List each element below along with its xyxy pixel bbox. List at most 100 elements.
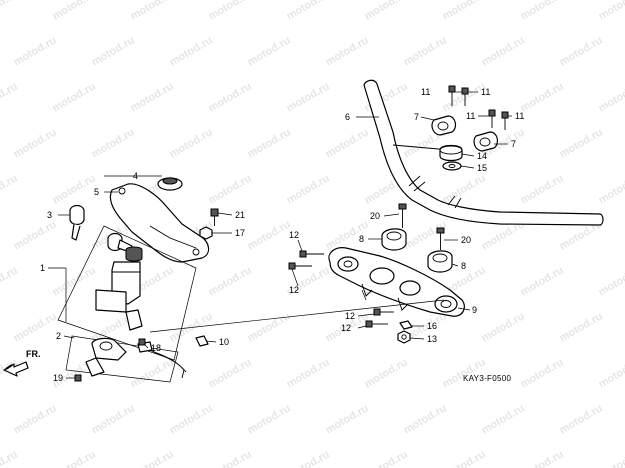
callout-8-right: 8 <box>461 261 466 271</box>
watermark-text: motod.ru <box>0 80 20 114</box>
watermark-text: motod.ru <box>128 0 175 23</box>
watermark-text: motod.ru <box>128 448 175 468</box>
watermark-text: motod.ru <box>401 402 448 436</box>
upper-clamp-right <box>473 131 499 152</box>
watermark-text: motod.ru <box>206 264 253 298</box>
watermark-text: motod.ru <box>245 34 292 68</box>
watermark-text: motod.ru <box>167 34 214 68</box>
watermark-text: motod.ru <box>206 172 253 206</box>
watermark-text: motod.ru <box>245 402 292 436</box>
watermark-text: motod.ru <box>50 172 97 206</box>
watermark-text: motod.ru <box>245 218 292 252</box>
watermark-text: motod.ru <box>50 80 97 114</box>
watermark-text: motod.ru <box>245 310 292 344</box>
watermark-text: motod.ru <box>284 448 331 468</box>
watermark-text: motod.ru <box>128 80 175 114</box>
watermark-text: motod.ru <box>596 356 625 390</box>
watermark-text: motod.ru <box>362 0 409 23</box>
watermark-text: motod.ru <box>50 264 97 298</box>
watermark-text: motod.ru <box>89 34 136 68</box>
handlebar <box>363 79 604 226</box>
watermark-text: motod.ru <box>557 34 604 68</box>
watermark-text: motod.ru <box>323 402 370 436</box>
callout-1: 1 <box>40 263 45 273</box>
watermark-text: motod.ru <box>0 448 20 468</box>
watermark-text: motod.ru <box>440 448 487 468</box>
watermark-text: motod.ru <box>128 356 175 390</box>
watermark-text: motod.ru <box>479 34 526 68</box>
watermark-text: motod.ru <box>518 0 565 23</box>
watermark-text: motod.ru <box>89 126 136 160</box>
assembly-line <box>149 299 445 333</box>
callout-9: 9 <box>472 305 477 315</box>
watermark-text: motod.ru <box>284 0 331 23</box>
watermark-text: motod.ru <box>0 0 20 23</box>
watermark-text: motod.ru <box>167 402 214 436</box>
watermark-text: motod.ru <box>11 126 58 160</box>
callout-12-b: 12 <box>289 285 299 295</box>
lower-holder-right <box>427 250 453 273</box>
watermark-text: motod.ru <box>596 80 625 114</box>
callout-21: 21 <box>235 210 245 220</box>
watermark-text: motod.ru <box>362 356 409 390</box>
callout-15: 15 <box>477 163 487 173</box>
callout-3: 3 <box>47 210 52 220</box>
watermark-text: motod.ru <box>518 356 565 390</box>
watermark-text: motod.ru <box>50 448 97 468</box>
rubber-14 <box>439 144 463 162</box>
switch-cover-5 <box>109 183 210 263</box>
watermark-text: motod.ru <box>440 172 487 206</box>
watermark-text: motod.ru <box>323 126 370 160</box>
callout-11-b: 11 <box>481 87 490 97</box>
watermark-text: motod.ru <box>206 80 253 114</box>
watermark-text: motod.ru <box>245 126 292 160</box>
watermark-text: motod.ru <box>518 172 565 206</box>
lock-assembly-2 <box>65 335 187 383</box>
callout-17: 17 <box>235 228 245 238</box>
watermark-text: motod.ru <box>401 218 448 252</box>
callout-16: 16 <box>427 321 437 331</box>
watermark-text: motod.ru <box>518 448 565 468</box>
watermark-text: motod.ru <box>11 402 58 436</box>
callout-12-d: 12 <box>341 323 351 333</box>
screw-18 <box>138 338 146 346</box>
callout-labels: 6 7 7 11 11 11 11 14 15 20 20 8 8 12 12 … <box>40 87 524 383</box>
callout-8-left: 8 <box>359 234 364 244</box>
callout-20-left: 20 <box>370 211 380 221</box>
top-bridge <box>328 247 465 317</box>
watermark-text: motod.ru <box>284 172 331 206</box>
watermark-text: motod.ru <box>596 0 625 23</box>
bridge-hardware <box>288 250 413 344</box>
callout-11-d: 11 <box>515 111 524 121</box>
bolt-21 <box>210 208 219 226</box>
callout-20-right: 20 <box>461 235 471 245</box>
holder-bolts <box>398 203 445 250</box>
watermark-text: motod.ru <box>89 402 136 436</box>
watermark-text: motod.ru <box>284 356 331 390</box>
callout-7-right: 7 <box>511 139 516 149</box>
ignition-switch-1 <box>57 225 197 361</box>
callout-13: 13 <box>427 334 437 344</box>
watermark-text: motod.ru <box>167 126 214 160</box>
callout-18: 18 <box>151 343 161 353</box>
watermark-text: motod.ru <box>596 172 625 206</box>
watermark-text: motod.ru <box>518 80 565 114</box>
callout-11-c: 11 <box>466 111 475 121</box>
callout-12-c: 12 <box>345 311 355 321</box>
callout-19: 19 <box>53 373 63 383</box>
clamp-bolts <box>448 85 509 130</box>
watermark-text: motod.ru <box>206 0 253 23</box>
watermark-text: motod.ru <box>323 34 370 68</box>
watermark-text: motod.ru <box>518 264 565 298</box>
watermark-text: motod.ru <box>362 448 409 468</box>
watermark-text: motod.ru <box>596 264 625 298</box>
watermark-text: motod.ru <box>11 310 58 344</box>
watermark-text: motod.ru <box>206 448 253 468</box>
front-direction-indicator: FR. <box>3 349 41 377</box>
clip-10 <box>195 335 209 347</box>
watermark-text: motod.ru <box>557 126 604 160</box>
callout-14: 14 <box>477 151 487 161</box>
